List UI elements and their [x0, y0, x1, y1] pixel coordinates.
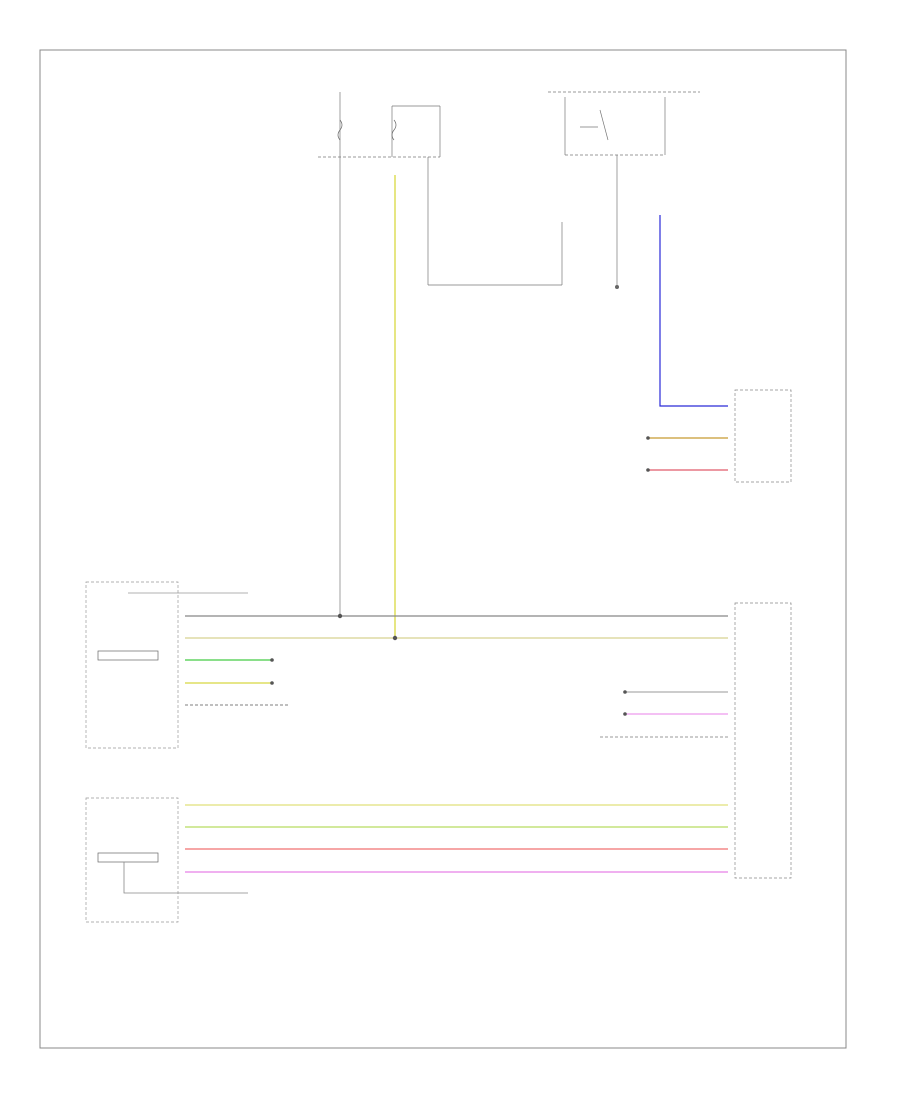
ecm-wires: [648, 215, 728, 471]
rear-sensor-group: [85, 797, 248, 923]
rear-sensor-box: [85, 797, 179, 923]
module-box: [734, 602, 792, 879]
top-power-section: [318, 92, 563, 615]
ecm-box: [734, 389, 792, 483]
ground-symbol: [615, 285, 619, 289]
rear-sensor-wires: [185, 804, 728, 873]
module-right-wires: [600, 691, 728, 738]
front-sensor-group: [85, 581, 179, 749]
front-sensor-element: [97, 650, 159, 661]
relay-section: [548, 91, 700, 285]
front-sensor-box: [85, 581, 179, 749]
fuse-symbols: [337, 119, 397, 141]
module-main-wires: [185, 615, 728, 706]
diagram-frame: [39, 49, 847, 1049]
rear-sensor-element: [97, 852, 159, 863]
splice-points: [270, 436, 650, 716]
